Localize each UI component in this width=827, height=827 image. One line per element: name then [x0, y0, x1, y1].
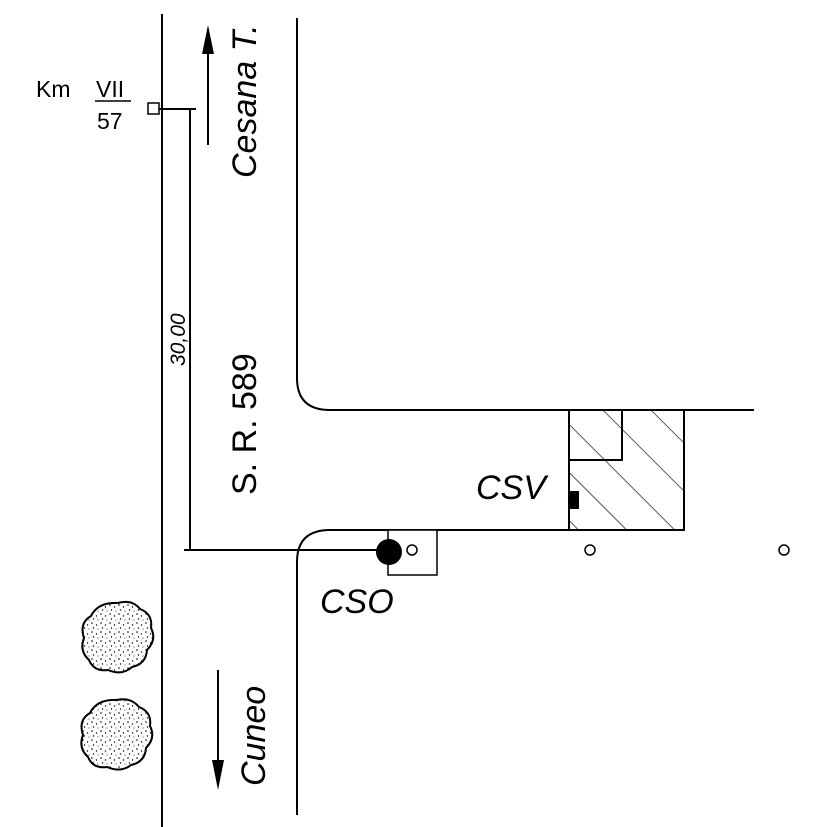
direction-north-label: Cesana T. — [226, 24, 264, 178]
north-arrow-head — [202, 25, 214, 54]
csv-inner-box — [568, 409, 623, 461]
cso-filled-marker — [376, 539, 402, 565]
km-numerator: VII — [96, 76, 124, 102]
csv-device-marker — [569, 491, 579, 509]
pole-marker — [778, 544, 790, 556]
km-stone-marker — [147, 102, 160, 115]
cso-small-marker — [406, 544, 418, 556]
tree-icon — [81, 600, 155, 674]
south-arrow-head — [212, 760, 224, 790]
distance-label: 30,00 — [167, 313, 190, 366]
km-denominator: 57 — [97, 108, 123, 134]
csv-hatched-area — [568, 409, 685, 531]
road-right-edge-north — [296, 18, 754, 411]
road-right-edge-south — [296, 529, 684, 815]
direction-south-label: Cuneo — [235, 686, 273, 786]
road-name: S. R. 589 — [226, 353, 264, 495]
cso-label: CSO — [320, 583, 394, 621]
pole-marker — [584, 544, 596, 556]
tree-icon — [80, 698, 154, 771]
csv-label: CSV — [476, 469, 549, 507]
km-prefix: Km — [36, 76, 71, 102]
